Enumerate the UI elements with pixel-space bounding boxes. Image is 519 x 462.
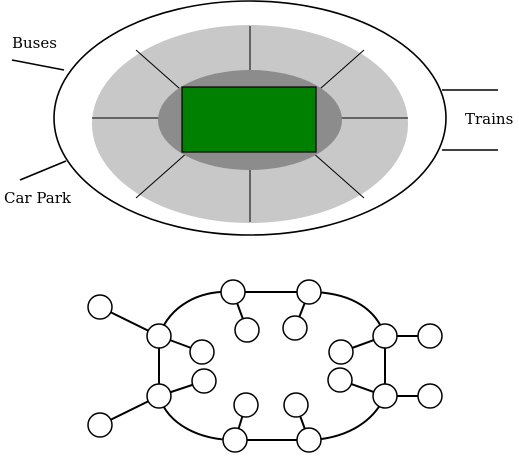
- leaf-node: [328, 339, 354, 365]
- stand-divider: [135, 151, 189, 199]
- leaf-node: [327, 367, 353, 393]
- pitch: [181, 86, 317, 153]
- access-roads: [11, 59, 498, 181]
- car-park-label: Car Park: [4, 189, 72, 207]
- stand-divider: [311, 151, 365, 199]
- leaf-node: [282, 315, 308, 341]
- ring-edge: [158, 290, 234, 337]
- hub-nodes: [146, 279, 398, 453]
- leaf-node: [87, 294, 113, 320]
- stadium: Buses Trains Car Park: [4, 0, 513, 236]
- leaf-node: [234, 317, 260, 343]
- buses-label: Buses: [12, 34, 57, 52]
- leaf-node: [417, 323, 443, 349]
- hub-node: [372, 383, 398, 409]
- hub-node: [146, 383, 172, 409]
- ring-edge: [308, 291, 386, 337]
- leaf-node: [191, 368, 217, 394]
- leaf-nodes: [87, 294, 443, 438]
- trains-label: Trains: [465, 110, 513, 128]
- hub-node: [220, 279, 246, 305]
- leaf-node: [283, 392, 309, 418]
- leaf-node: [87, 412, 113, 438]
- hub-node: [296, 427, 322, 453]
- car-park-road: [19, 160, 67, 181]
- hub-node: [146, 323, 172, 349]
- leaf-node: [233, 392, 259, 418]
- bus-road: [11, 59, 65, 71]
- hub-node: [372, 323, 398, 349]
- leaf-node: [417, 383, 443, 409]
- hub-node: [296, 279, 322, 305]
- spoke-edges: [99, 291, 430, 441]
- ring-edge: [308, 395, 386, 441]
- graph: [87, 279, 443, 453]
- leaf-node: [189, 339, 215, 365]
- ring-edge: [158, 395, 236, 441]
- hub-node: [222, 427, 248, 453]
